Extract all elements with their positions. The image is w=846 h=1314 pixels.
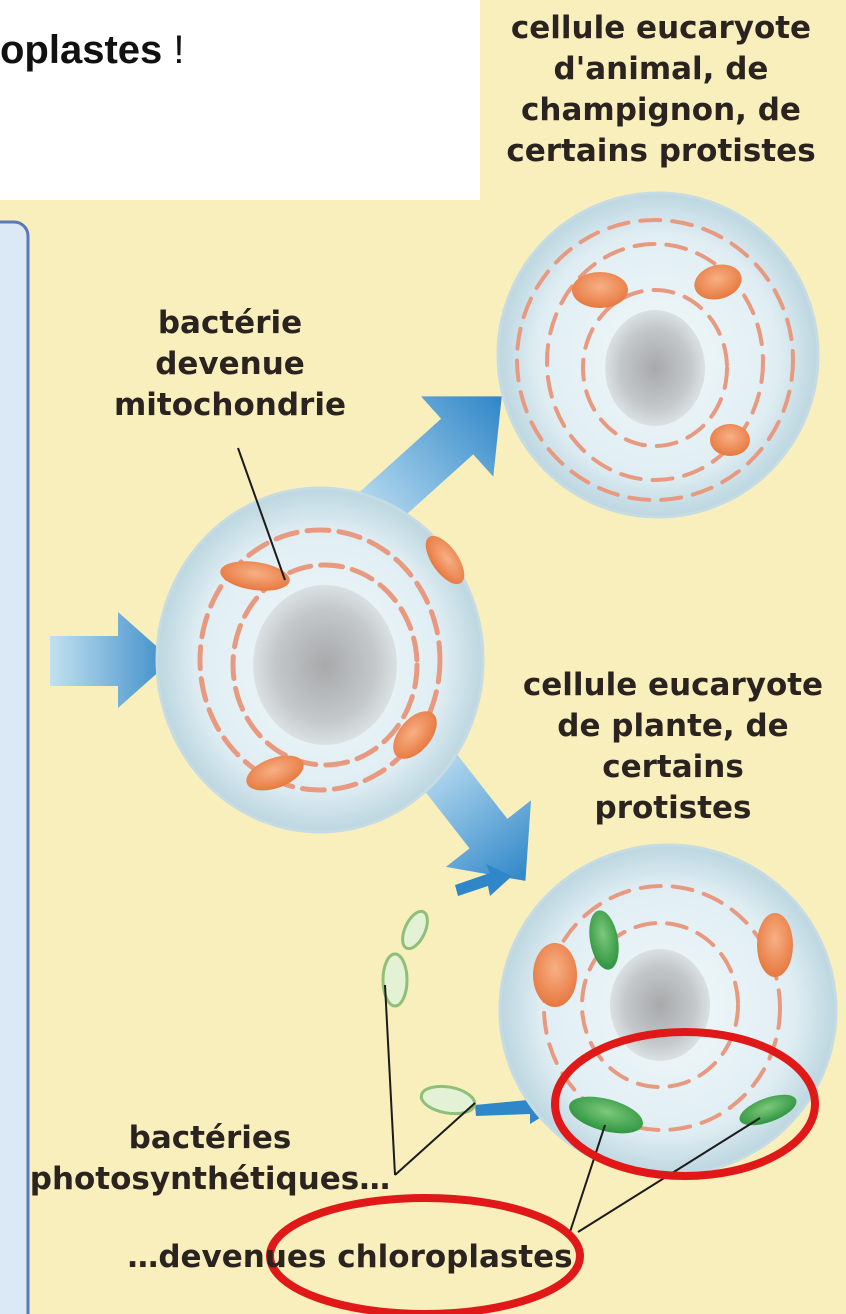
- plant-cell-label-line: de plante, de: [500, 706, 846, 747]
- heading-suffix: !: [173, 28, 184, 72]
- photosynthetic-bacteria-label: bactéries photosynthétiques…: [5, 1118, 415, 1200]
- mitochondria-label: bactérie devenue mitochondrie: [90, 303, 370, 426]
- animal-cell: [498, 193, 818, 517]
- animal-cell-label-line: champignon, de: [486, 90, 836, 131]
- heading-text: oplastes: [0, 28, 162, 72]
- photosynthetic-label-line: photosynthétiques…: [5, 1159, 415, 1200]
- plant-cell-label: cellule eucaryote de plante, de certains…: [500, 665, 846, 829]
- chloroplasts-label-line: …devenues chloroplastes: [110, 1237, 590, 1278]
- mitochondria-label-line: devenue: [90, 344, 370, 385]
- animal-cell-label-line: certains protistes: [486, 131, 836, 172]
- mitochondria-label-line: mitochondrie: [90, 385, 370, 426]
- chloroplasts-label: …devenues chloroplastes: [110, 1237, 590, 1278]
- animal-cell-label: cellule eucaryote d'animal, de champigno…: [486, 8, 836, 172]
- plant-cell-label-line: protistes: [500, 788, 846, 829]
- page-heading: oplastes !: [0, 28, 185, 73]
- photosynthetic-label-line: bactéries: [5, 1118, 415, 1159]
- plant-cell-label-line: cellule eucaryote: [500, 665, 846, 706]
- plant-cell: [500, 845, 836, 1175]
- plant-cell-label-line: certains: [500, 747, 846, 788]
- mitochondrion: [533, 943, 577, 1007]
- mitochondrion: [572, 272, 628, 308]
- mitochondrion: [757, 913, 793, 977]
- animal-cell-label-line: d'animal, de: [486, 49, 836, 90]
- mitochondrion: [710, 424, 750, 456]
- animal-cell-label-line: cellule eucaryote: [486, 8, 836, 49]
- central-cell: [157, 488, 483, 832]
- mitochondria-label-line: bactérie: [90, 303, 370, 344]
